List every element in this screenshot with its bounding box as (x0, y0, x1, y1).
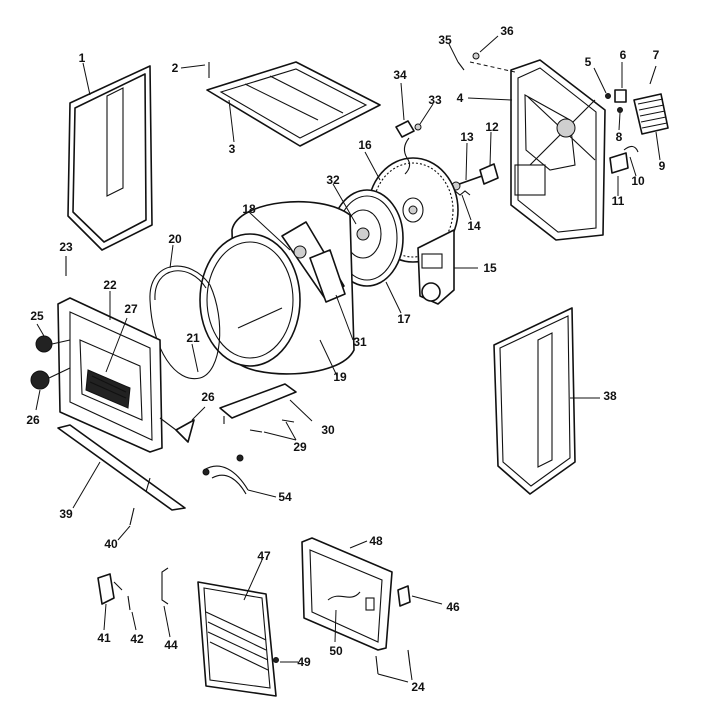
label-42: 42 (130, 632, 144, 646)
part-50-inner-door (309, 549, 383, 643)
label-50: 50 (329, 644, 343, 658)
part-7-screw (649, 65, 657, 85)
label-11: 11 (612, 194, 625, 208)
part-39-toe-panel (57, 424, 186, 511)
label-20: 20 (168, 232, 182, 246)
part-13-idler-arm (447, 142, 483, 191)
label-49: 49 (297, 655, 311, 669)
part-20-front-seal (149, 244, 221, 380)
part-34-bearing-kit (395, 82, 415, 175)
label-34: 34 (393, 68, 407, 82)
label-30: 30 (321, 423, 335, 437)
label-9: 9 (659, 159, 666, 173)
label-22: 22 (103, 278, 117, 292)
label-44: 44 (164, 638, 178, 652)
label-47: 47 (257, 549, 271, 563)
part-31-baffle-2 (309, 249, 354, 341)
label-3: 3 (229, 142, 236, 156)
label-6: 6 (620, 48, 627, 62)
label-24: 24 (411, 680, 425, 694)
part-8-screw (617, 107, 623, 131)
part-47-access-panel (197, 559, 277, 697)
label-33: 33 (428, 93, 442, 107)
label-48: 48 (369, 534, 383, 548)
label-14: 14 (467, 219, 481, 233)
part-46-door-catch (397, 585, 443, 607)
label-35: 35 (438, 33, 452, 47)
part-19-drum (199, 200, 355, 377)
part-4-rear-bulkhead (467, 59, 606, 241)
part-42-screw (127, 595, 137, 631)
part-54-wire-harness (202, 454, 277, 498)
part-25-knob (35, 323, 71, 353)
part-41-bracket (97, 573, 123, 631)
part-33-screw (414, 103, 434, 131)
label-12: 12 (485, 120, 499, 134)
label-18: 18 (242, 202, 256, 216)
part-9-vent-grille (633, 93, 669, 161)
label-29: 29 (293, 440, 307, 454)
label-23: 23 (59, 240, 73, 254)
part-44-latch-wire (161, 567, 171, 638)
label-26-right: 26 (201, 390, 215, 404)
part-2-screw (180, 62, 210, 78)
part-21-glide (191, 343, 199, 373)
part-38-side-panel (493, 307, 600, 495)
label-36: 36 (500, 24, 514, 38)
part-27-lint-screen (85, 317, 131, 409)
label-16: 16 (358, 138, 372, 152)
label-41: 41 (97, 631, 111, 645)
label-15: 15 (483, 261, 497, 275)
part-26-knob-left (30, 367, 71, 411)
label-17: 17 (397, 312, 411, 326)
part-3-top-cover (206, 61, 381, 147)
label-4: 4 (457, 91, 464, 105)
part-1-side-panel (67, 62, 153, 251)
label-1: 1 (79, 51, 86, 65)
label-21: 21 (186, 331, 200, 345)
part-5-screw (593, 67, 611, 99)
part-24-screws (375, 649, 413, 683)
part-36-washer (472, 35, 499, 60)
label-26-left: 26 (26, 413, 40, 427)
part-49-screw (273, 657, 298, 663)
part-11-filter-switch (609, 152, 629, 196)
label-40: 40 (104, 537, 118, 551)
part-40-screw (117, 477, 151, 541)
label-46: 46 (446, 600, 460, 614)
label-38: 38 (603, 389, 617, 403)
part-12-idler-pulley (479, 131, 499, 185)
callout-labels: 1 2 3 4 5 6 7 8 9 10 11 12 13 14 15 16 1… (26, 24, 665, 694)
part-15-support-bracket (417, 229, 478, 305)
label-32: 32 (326, 173, 340, 187)
label-13: 13 (460, 130, 474, 144)
label-2: 2 (172, 61, 179, 75)
part-26-knob-right (159, 406, 206, 443)
part-30-front-support (219, 383, 313, 424)
label-5: 5 (585, 55, 592, 69)
label-10: 10 (631, 174, 645, 188)
label-27: 27 (124, 302, 138, 316)
part-48-door-gasket (301, 537, 393, 651)
label-39: 39 (59, 507, 73, 521)
label-54: 54 (278, 490, 292, 504)
label-25: 25 (30, 309, 44, 323)
part-29-screws (249, 419, 297, 441)
label-31: 31 (353, 335, 367, 349)
part-35-screw (448, 43, 465, 71)
part-10-clip (623, 145, 639, 177)
part-6-bracket (614, 62, 627, 103)
label-19: 19 (333, 370, 347, 384)
label-8: 8 (616, 130, 623, 144)
part-22-front-panel (57, 291, 163, 453)
label-7: 7 (653, 48, 660, 62)
